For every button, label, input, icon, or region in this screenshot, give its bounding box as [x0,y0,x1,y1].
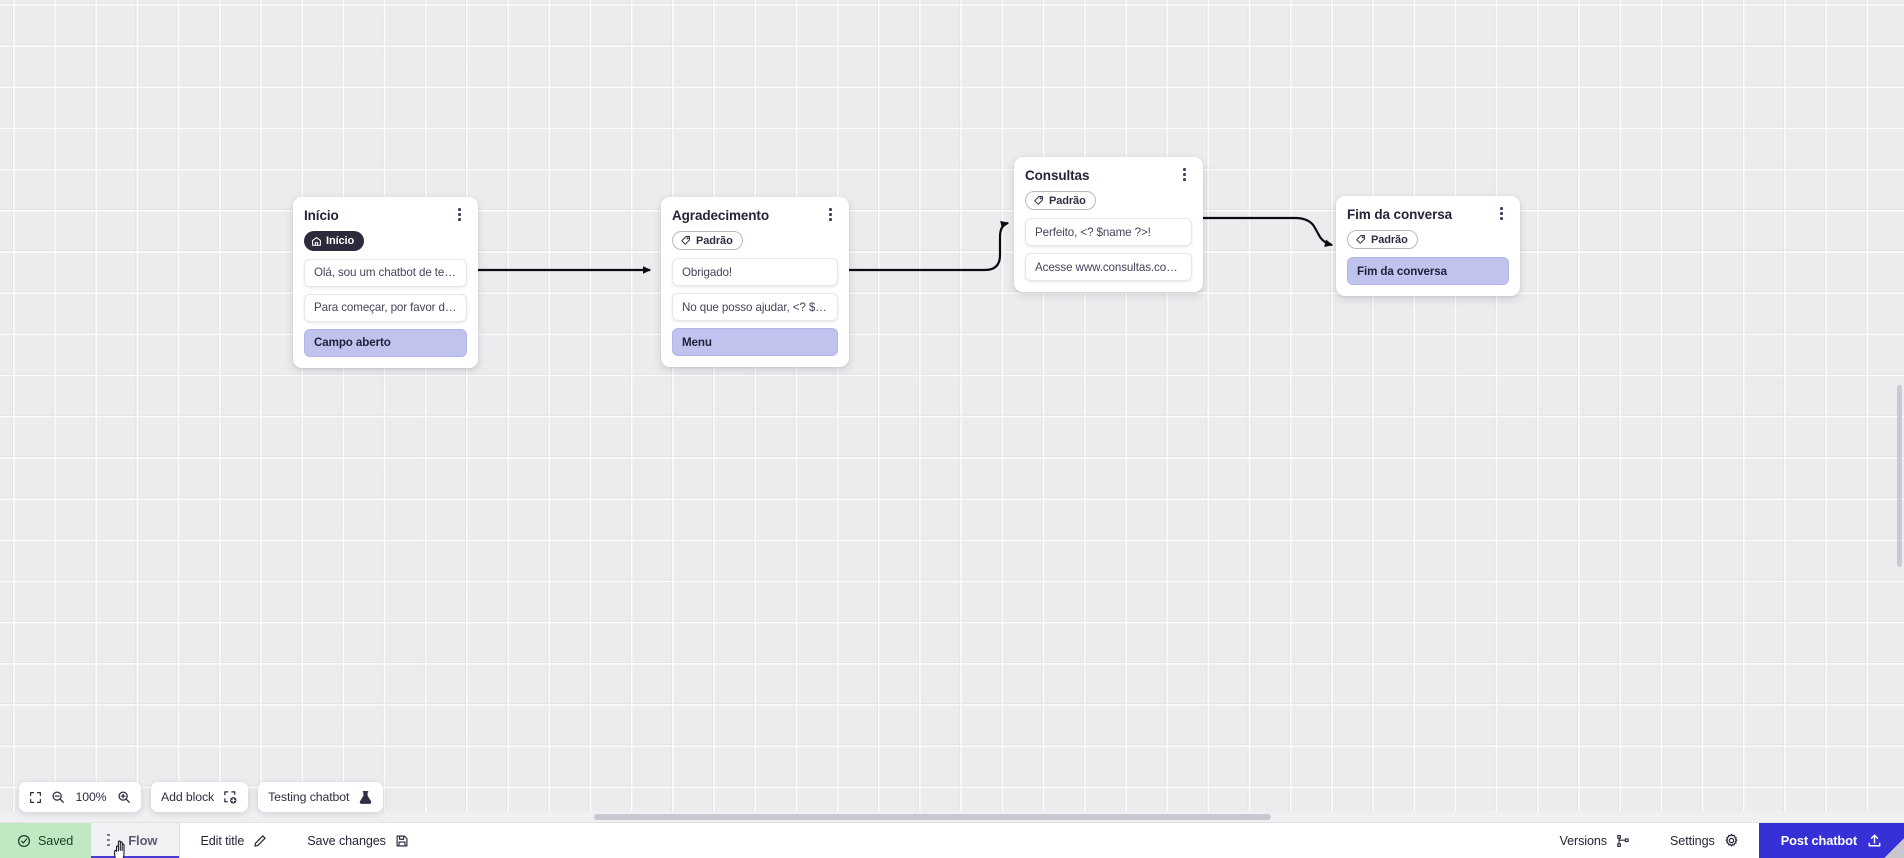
edit-title-button[interactable]: Edit title [180,823,287,858]
node-header: Início [304,207,467,224]
floppy-disk-icon [396,835,408,846]
save-changes-label: Save changes [307,833,386,848]
home-icon [312,236,321,246]
versions-label: Versions [1559,833,1607,848]
check-circle-icon [17,834,31,847]
testing-chatbot-label: Testing chatbot [268,790,350,804]
flask-icon [360,790,372,804]
flow-node-agradecimento[interactable]: Agradecimento Padrão Obrigado! No que po… [661,197,849,367]
flow-node-fim-da-conversa[interactable]: Fim da conversa Padrão Fim da conversa [1336,196,1520,296]
node-message[interactable]: Perfeito, <? $name ?>! [1025,218,1192,246]
fit-screen-icon[interactable] [29,791,42,804]
zoom-level: 100% [75,790,107,804]
versions-button[interactable]: Versions [1539,823,1650,858]
add-block-button[interactable]: Add block [151,782,249,812]
node-menu-icon[interactable] [1494,205,1509,222]
node-badge-default[interactable]: Padrão [1347,230,1418,249]
canvas-vertical-scrollbar[interactable] [1895,0,1904,835]
node-badge-label: Padrão [1049,194,1086,207]
node-message[interactable]: Olá, sou um chatbot de teste! [304,258,467,287]
gear-icon [1725,833,1738,847]
node-title: Consultas [1025,168,1090,183]
branch-icon [1617,834,1629,847]
post-chatbot-label: Post chatbot [1780,833,1857,848]
tag-icon [1356,235,1365,244]
node-action[interactable]: Campo aberto [304,328,467,357]
node-badge-row: Padrão [672,231,838,251]
node-action[interactable]: Fim da conversa [1347,257,1509,285]
zoom-out-icon[interactable] [51,790,65,804]
node-menu-icon[interactable] [1177,166,1192,183]
add-block-label: Add block [161,790,215,804]
node-message[interactable]: Para começar, por favor digite o ... [304,293,467,322]
saved-status-badge: Saved [0,823,92,858]
node-action[interactable]: Menu [672,328,838,356]
scrollbar-thumb[interactable] [594,813,1271,820]
node-badge-default[interactable]: Padrão [672,231,743,250]
flow-connectors [478,216,1334,274]
saved-label: Saved [38,833,74,848]
node-message[interactable]: Obrigado! [672,258,838,286]
node-header: Fim da conversa [1347,206,1509,223]
testing-chatbot-button[interactable]: Testing chatbot [258,782,384,812]
settings-label: Settings [1669,833,1715,848]
edge-agradecimento-to-consultas [849,220,1010,272]
node-badge-home[interactable]: Início [304,231,365,251]
node-title: Agradecimento [672,208,769,223]
node-message[interactable]: Acesse www.consultas.com par... [1025,253,1192,281]
tag-icon [1034,196,1043,205]
zoom-controls[interactable]: 100% [19,782,141,812]
node-badge-row: Padrão [1347,230,1509,250]
node-title: Fim da conversa [1347,207,1453,222]
bottom-bar-spacer [429,823,1540,858]
post-chatbot-button[interactable]: Post chatbot [1758,823,1904,858]
node-badge-label: Padrão [696,234,733,247]
flow-node-consultas[interactable]: Consultas Padrão Perfeito, <? $name ?>! … [1014,157,1203,292]
window-resize-grip[interactable] [1884,838,1904,858]
zoom-in-icon[interactable] [117,790,131,804]
node-menu-icon[interactable] [452,206,467,223]
node-header: Agradecimento [672,207,838,224]
kebab-menu-icon[interactable] [101,832,116,849]
node-badge-row: Padrão [1025,191,1192,211]
flow-node-inicio[interactable]: Início Início Olá, sou um chatbot de tes… [293,197,478,368]
node-badge-default[interactable]: Padrão [1025,191,1096,210]
node-header: Consultas [1025,167,1192,184]
node-badge-row: Início [304,231,467,252]
node-menu-icon[interactable] [823,206,838,223]
node-badge-label: Início [326,235,355,247]
node-message[interactable]: No que posso ajudar, <? $name ... [672,293,838,321]
canvas-horizontal-scrollbar[interactable] [0,811,1904,822]
settings-button[interactable]: Settings [1650,823,1759,858]
node-title: Início [304,208,339,223]
edge-consultas-to-fim [1203,216,1334,248]
add-block-icon [224,790,237,803]
tab-flow[interactable]: Flow [91,823,181,858]
flow-canvas[interactable]: Início Início Olá, sou um chatbot de tes… [0,0,1904,835]
bottom-status-bar: Saved Flow Edit title Save changes Versi… [0,822,1904,858]
node-badge-label: Padrão [1371,233,1408,246]
canvas-toolbar: 100% Add block Testing chatbot [19,782,384,812]
tag-icon [681,236,690,245]
edit-title-label: Edit title [200,833,245,848]
pencil-icon [254,834,266,847]
tab-flow-label: Flow [128,833,158,848]
upload-icon [1868,834,1881,847]
scrollbar-thumb[interactable] [1897,385,1902,567]
save-changes-button[interactable]: Save changes [287,823,429,858]
